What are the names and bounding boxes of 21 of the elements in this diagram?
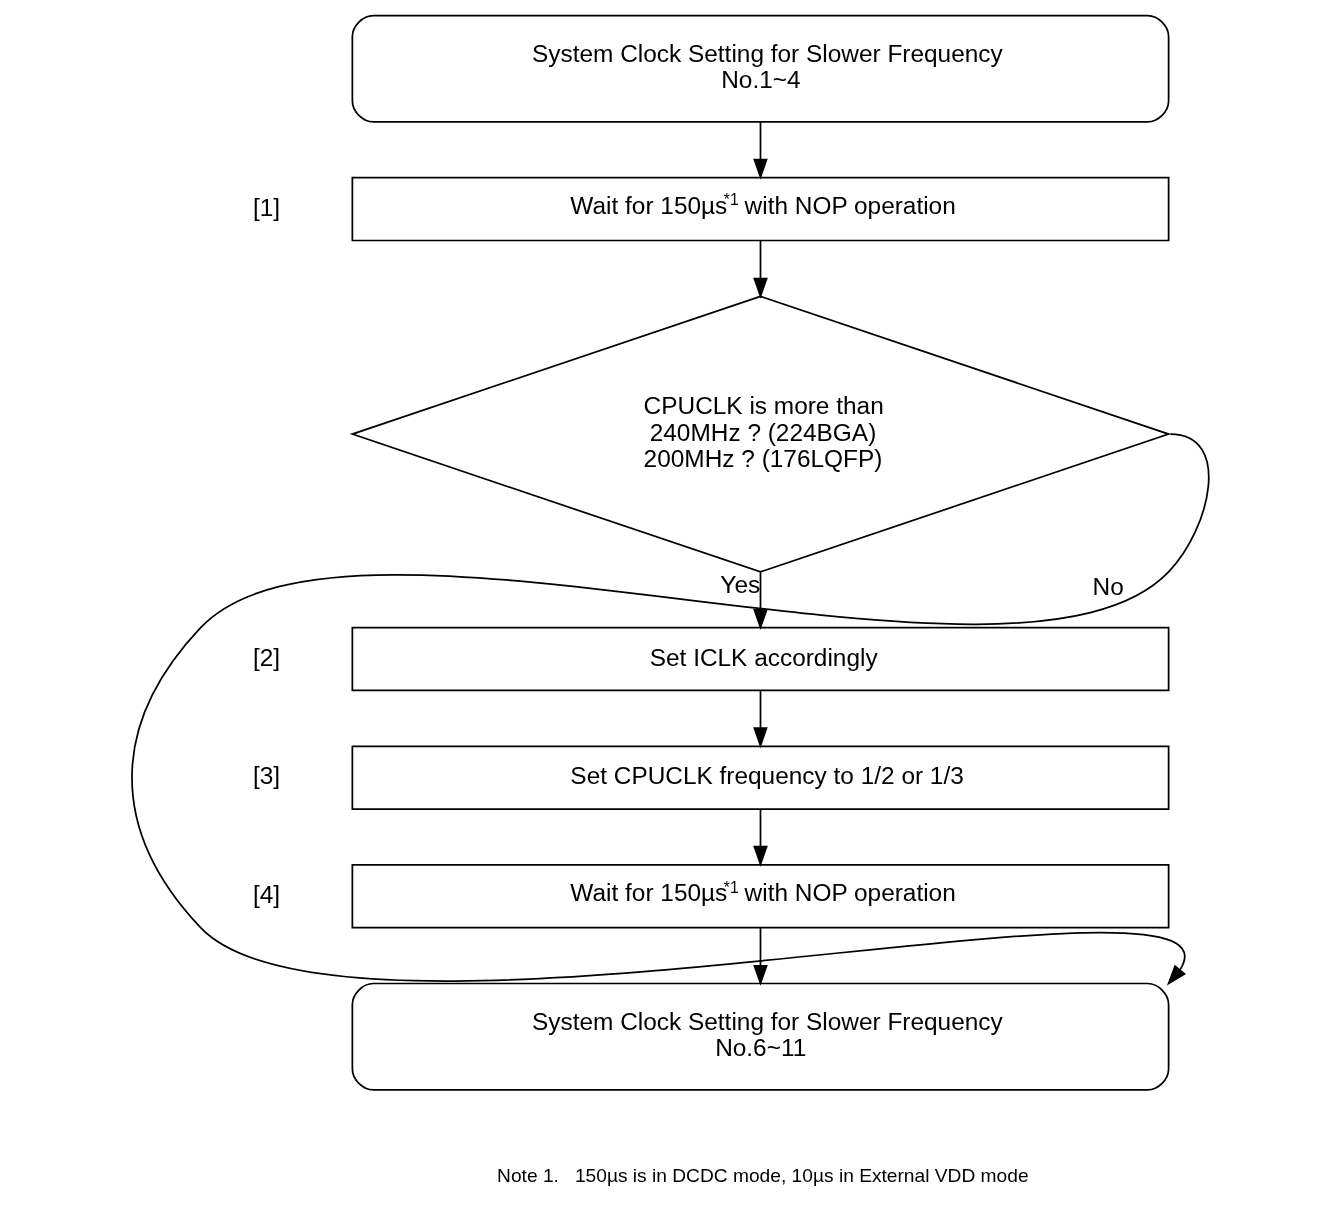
node-label: [1] [252,193,281,221]
node-box: Set CPUCLK frequency to 1/2 or 1/3 [351,745,1170,810]
node-box: System Clock Setting for Slower Frequency No.6~11 [351,982,1170,1091]
edge-label: No [1092,572,1124,600]
node-label: [3] [252,762,281,790]
node-box: Wait for 150µs$^{*1}$ with NOP operation [351,864,1170,929]
node-box: Set ICLK accordingly [351,626,1170,692]
arrow [753,571,768,631]
arrow [131,433,1210,986]
arrow [753,926,768,986]
arrow [753,121,768,180]
arrow [753,239,768,299]
node-label: [2] [252,643,281,671]
edge-label: Yes [720,571,761,599]
node-box: System Clock Setting for Slower Frequency No.1~4 [351,14,1170,123]
arrow [753,808,768,867]
node-label: [4] [252,880,281,908]
label: Note 1. 150µs is in DCDC mode, 10µs in External VDD mode [497,1164,1029,1186]
node-diamond: CPUCLK is more than 240MHz ? (224BGA) 200MHz ? (176LQFP) [349,295,1172,573]
arrow [753,690,768,749]
node-box: Wait for 150µs$^{*1}$ with NOP operation [351,176,1170,242]
